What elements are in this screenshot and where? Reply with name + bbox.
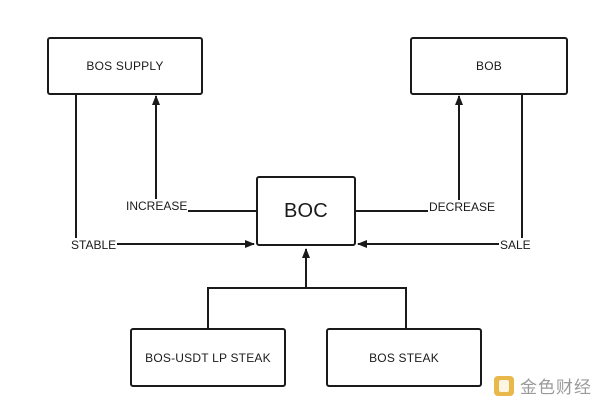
node-bos-supply-label: BOS SUPPLY: [86, 59, 164, 73]
stable-connector: [75, 94, 255, 248]
bos-steak-connector: [306, 287, 407, 329]
edge-label-increase: INCREASE: [125, 199, 189, 213]
edge-label-sale: SALE: [499, 238, 532, 252]
lp-steak-connector: [207, 287, 306, 329]
edge-label-decrease: DECREASE: [428, 200, 497, 214]
decrease-connector: [356, 95, 463, 212]
node-bob: BOB: [410, 37, 568, 95]
increase-connector: [152, 95, 256, 212]
node-bos-steak-label: BOS STEAK: [369, 350, 439, 365]
sale-connector: [357, 94, 523, 248]
node-bos-usdt-lp-steak-label: BOS-USDT LP STEAK: [145, 350, 271, 365]
node-boc: BOC: [256, 176, 356, 246]
node-bob-label: BOB: [476, 59, 502, 73]
node-bos-steak: BOS STEAK: [326, 328, 482, 387]
watermark: 金色财经: [494, 373, 592, 398]
node-bos-supply: BOS SUPPLY: [47, 37, 203, 95]
node-boc-label: BOC: [284, 199, 328, 222]
edge-label-stable: STABLE: [70, 238, 118, 252]
watermark-logo-icon: [494, 375, 514, 396]
watermark-text: 金色财经: [520, 378, 592, 397]
node-bos-usdt-lp-steak: BOS-USDT LP STEAK: [130, 328, 286, 387]
